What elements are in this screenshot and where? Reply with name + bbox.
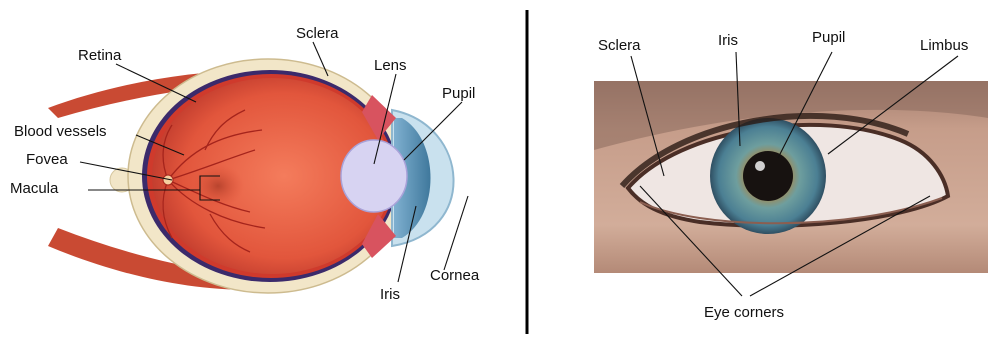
- label-lens: Lens: [374, 57, 407, 74]
- pupil-highlight: [755, 161, 765, 171]
- label-iris-left: Iris: [380, 286, 400, 303]
- label-pupil-left: Pupil: [442, 85, 475, 102]
- label-cornea: Cornea: [430, 267, 480, 284]
- label-eye-corners: Eye corners: [704, 304, 784, 321]
- label-sclera-left: Sclera: [296, 25, 339, 42]
- label-iris-right: Iris: [718, 32, 738, 49]
- label-pupil-right: Pupil: [812, 29, 845, 46]
- eye-photograph: Sclera Iris Pupil Limbus Eye corners: [594, 29, 988, 321]
- label-fovea: Fovea: [26, 151, 68, 168]
- label-retina: Retina: [78, 47, 122, 64]
- label-limbus: Limbus: [920, 37, 968, 54]
- eye-cross-section-diagram: Retina Sclera Lens Pupil Blood vessels F…: [10, 25, 480, 303]
- pupil-photo: [743, 151, 793, 201]
- label-macula: Macula: [10, 180, 59, 197]
- label-blood-vessels: Blood vessels: [14, 123, 107, 140]
- lens-shape: [341, 140, 407, 212]
- label-sclera-right: Sclera: [598, 37, 641, 54]
